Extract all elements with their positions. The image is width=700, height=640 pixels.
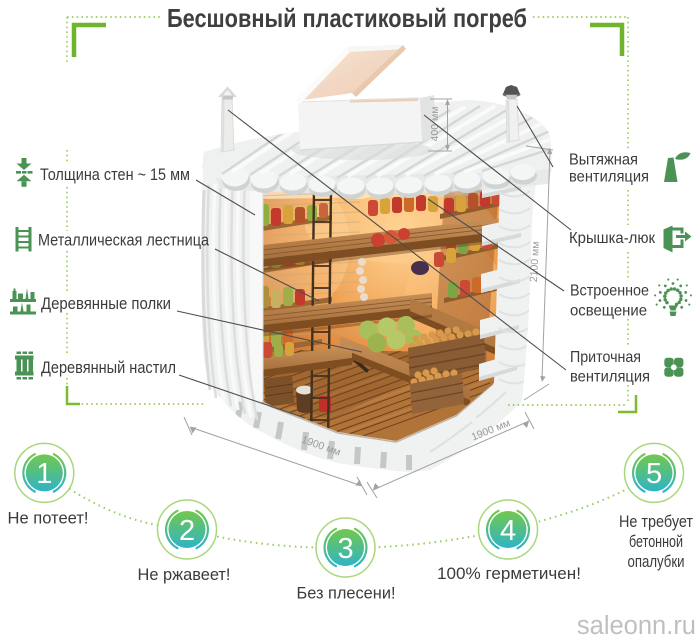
svg-text:Деревянные полки: Деревянные полки [41,295,171,313]
svg-text:Без плесени!: Без плесени! [297,585,396,603]
svg-text:100% герметичен!: 100% герметичен! [437,565,581,583]
svg-text:1: 1 [36,458,52,490]
svg-text:Деревянный настил: Деревянный настил [41,359,176,377]
svg-text:3: 3 [337,533,353,565]
svg-text:опалубки: опалубки [628,553,685,571]
svg-text:Не требует: Не требует [619,513,693,531]
svg-text:вентиляция: вентиляция [569,169,649,186]
svg-text:Толщина стен ~ 15 мм: Толщина стен ~ 15 мм [40,166,190,184]
svg-text:вентиляция: вентиляция [570,369,650,386]
svg-text:Крышка-люк: Крышка-люк [569,230,656,247]
svg-text:Не ржавеет!: Не ржавеет! [138,566,231,584]
svg-text:Встроенное: Встроенное [570,283,649,300]
svg-text:Не потеет!: Не потеет! [8,510,89,528]
svg-text:бетонной: бетонной [629,533,683,551]
svg-text:Металлическая лестница: Металлическая лестница [38,232,210,250]
svg-text:2: 2 [179,515,195,547]
svg-text:Вытяжная: Вытяжная [569,152,638,169]
svg-text:Приточная: Приточная [570,349,641,366]
svg-text:2100 мм: 2100 мм [528,241,542,282]
svg-text:освещение: освещение [570,303,647,320]
svg-text:saleonn.ru: saleonn.ru [577,612,696,640]
svg-text:4: 4 [500,515,516,547]
svg-text:5: 5 [646,458,662,490]
svg-text:Бесшовный пластиковый погреб: Бесшовный пластиковый погреб [167,3,527,33]
